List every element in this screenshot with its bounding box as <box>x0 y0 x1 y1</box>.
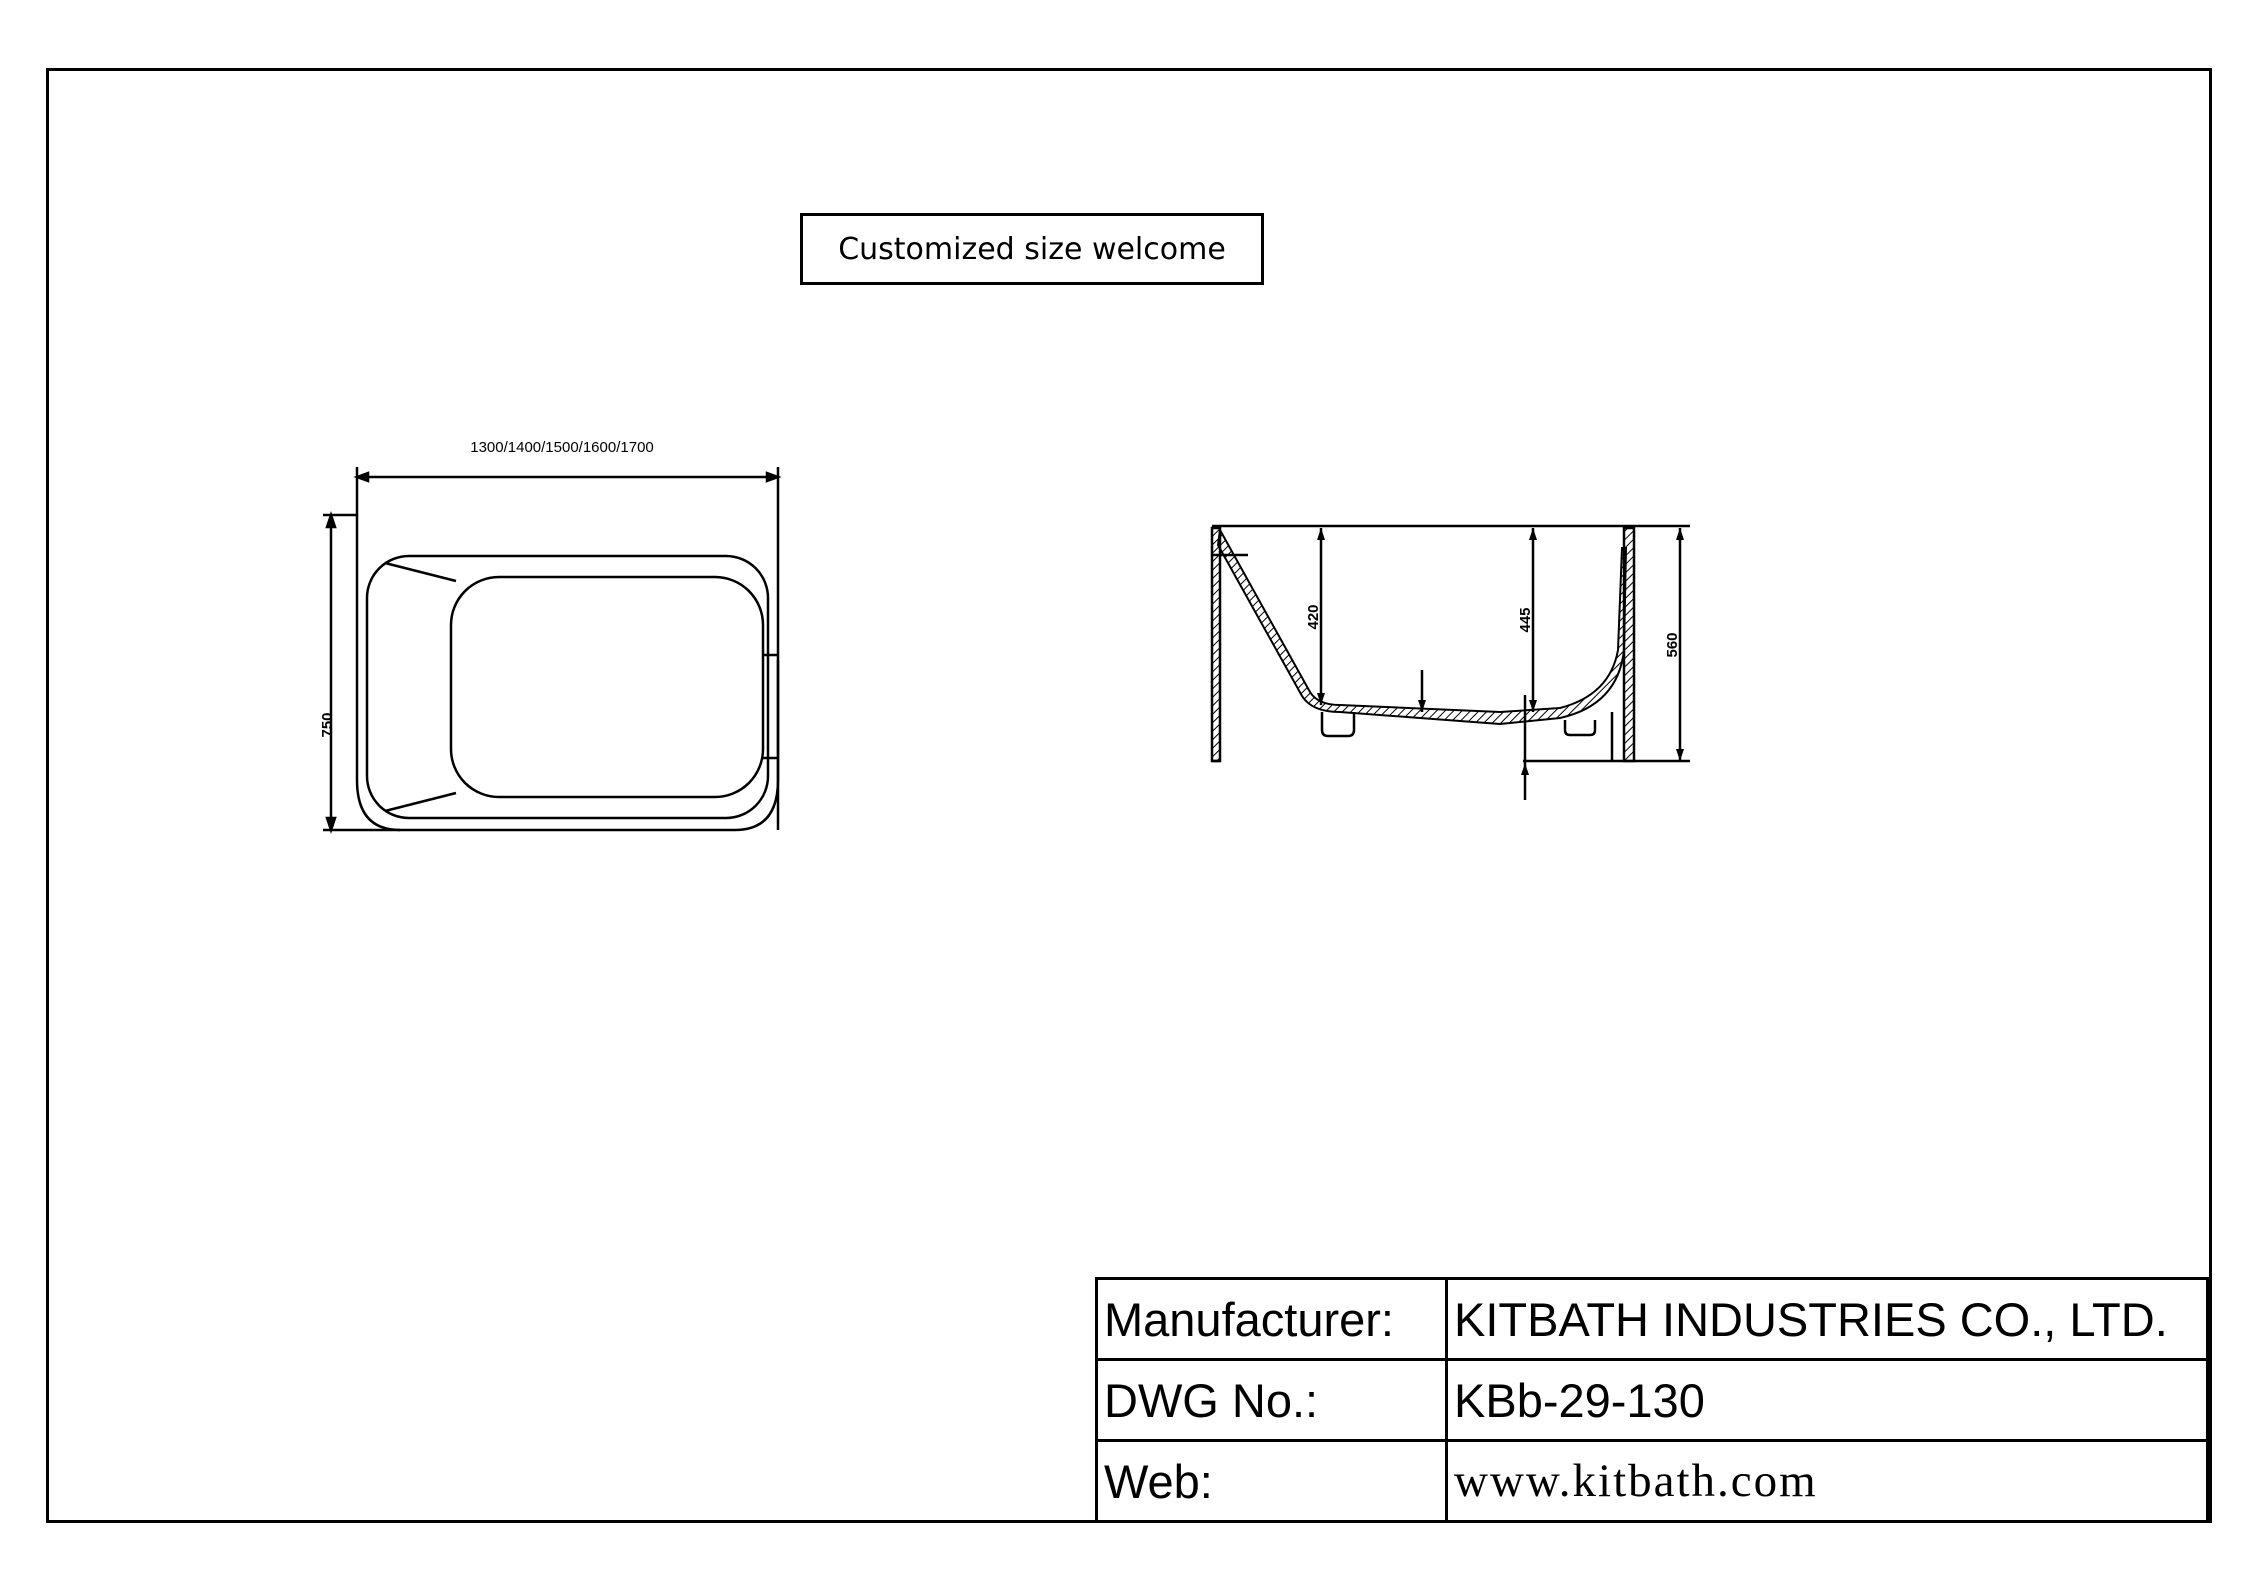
web-label: Web: <box>1095 1439 1448 1523</box>
manufacturer-value: KITBATH INDUSTRIES CO., LTD. <box>1445 1277 2209 1361</box>
length-dimension-label: 1300/1400/1500/1600/1700 <box>470 439 654 456</box>
tub-shell-section <box>1216 526 1628 726</box>
plan-view <box>323 467 782 834</box>
drawing-frame <box>46 68 2212 1523</box>
dwg-label: DWG No.: <box>1095 1358 1448 1442</box>
tub-outer-outline <box>355 515 780 832</box>
left-wall-section <box>1210 526 1222 763</box>
title-row-manufacturer: Manufacturer: KITBATH INDUSTRIES CO., LT… <box>1095 1277 2209 1361</box>
tub-basin <box>449 575 765 799</box>
width-dimension-label: 750 <box>319 712 336 737</box>
height-560-label: 560 <box>1664 632 1681 657</box>
tub-rim <box>365 554 770 820</box>
manufacturer-label: Manufacturer: <box>1095 1277 1448 1361</box>
customized-size-note: Customized size welcome <box>800 213 1264 285</box>
title-row-web: Web: www.kitbath.com <box>1095 1439 2209 1523</box>
title-block: Manufacturer: KITBATH INDUSTRIES CO., LT… <box>1095 1277 2209 1523</box>
section-view <box>1210 524 1690 800</box>
dwg-value: KBb-29-130 <box>1445 1358 2209 1442</box>
title-row-dwg: DWG No.: KBb-29-130 <box>1095 1358 2209 1442</box>
depth-420-label: 420 <box>1305 604 1322 629</box>
depth-445-label: 445 <box>1517 607 1534 632</box>
web-value: www.kitbath.com <box>1445 1439 2209 1523</box>
